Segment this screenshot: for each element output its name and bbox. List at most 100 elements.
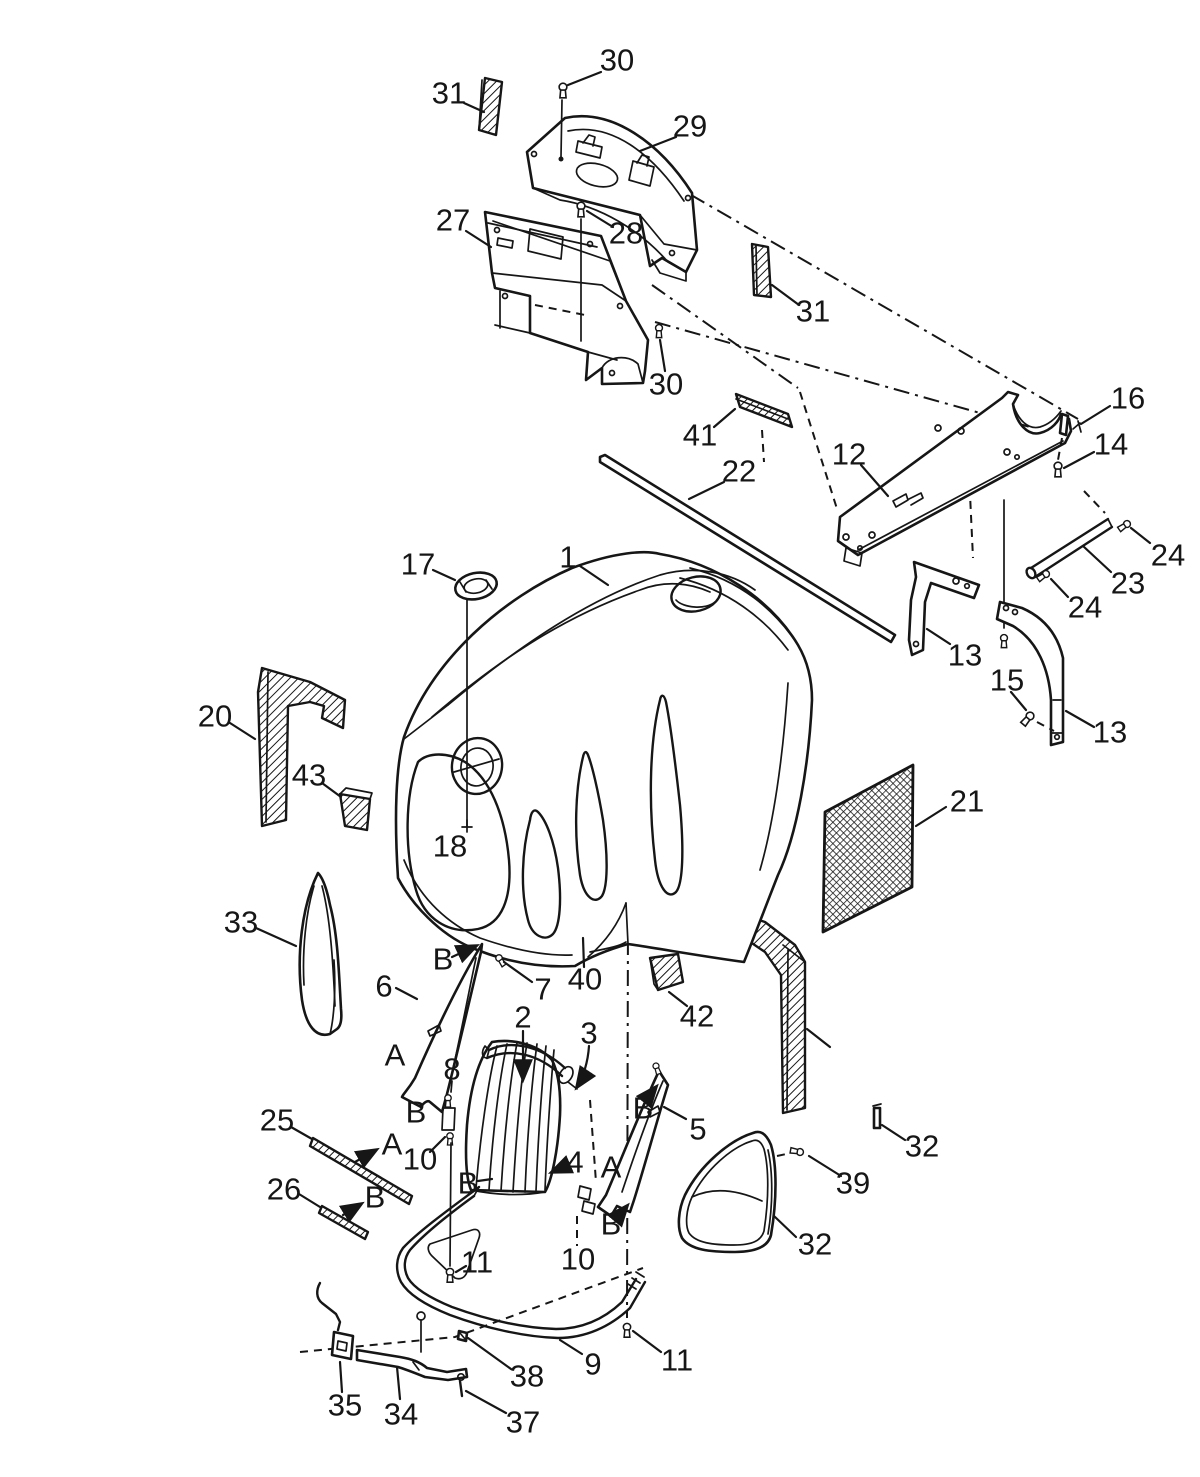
part-screen-21: [821, 763, 915, 934]
callout-26-41: 26: [267, 1172, 301, 1207]
callout-11-50: 11: [461, 1245, 493, 1280]
construction-lines: [299, 147, 1079, 1353]
callout-34-55: 34: [384, 1397, 418, 1432]
callout-18-22: 18: [433, 829, 467, 864]
callout-10-46: 10: [561, 1242, 595, 1277]
stud-18: [461, 819, 473, 833]
callout-35-54: 35: [328, 1388, 362, 1423]
callout-B-25: B: [433, 942, 454, 977]
part-strip-26: [317, 1204, 370, 1241]
part-plate-12: [836, 390, 1073, 567]
part-screw-38: [456, 1329, 469, 1343]
part-bar-3: [481, 1043, 578, 1090]
part-surround-9: [395, 1185, 647, 1340]
screw-24-right: [1116, 518, 1133, 534]
callout-29-2: 29: [673, 109, 707, 144]
part-screw-30-mid: [654, 323, 664, 339]
callout-B-44: B: [633, 1091, 654, 1126]
callout-20-20: 20: [198, 699, 232, 734]
callout-42-29: 42: [680, 999, 714, 1034]
callout-27-3: 27: [436, 203, 470, 238]
leader-lines: [228, 70, 1152, 1415]
part-hood-1: [394, 550, 814, 968]
part-pad-42: [648, 952, 685, 992]
callout-A-40: A: [601, 1150, 622, 1185]
callout-2-30: 2: [514, 1000, 531, 1035]
part-panel-6: [400, 942, 508, 1114]
part-bracket-13-left: [907, 560, 981, 657]
part-pad-41: [734, 392, 794, 429]
callout-17-15: 17: [401, 547, 435, 582]
screw-on-centerline: [999, 633, 1009, 649]
callout-15-18: 15: [990, 663, 1024, 698]
callout-33-24: 33: [224, 905, 258, 940]
callout-13-19: 13: [1093, 715, 1127, 750]
part-pin-32: [872, 1103, 882, 1130]
callout-14-8: 14: [1094, 427, 1128, 462]
part-seal-31-right: [750, 242, 773, 299]
part-screw-39: [776, 1146, 805, 1157]
callout-22-11: 22: [722, 454, 756, 489]
part-strip-25: [308, 1136, 414, 1206]
callout-24-12: 24: [1151, 538, 1185, 573]
callout-1-16: 1: [559, 540, 576, 575]
part-strip-22: [598, 453, 897, 644]
callout-12-10: 12: [832, 437, 866, 472]
callout-10-37: 10: [403, 1142, 437, 1177]
part-clip-10-right: [577, 1185, 596, 1215]
callout-30-0: 30: [600, 43, 634, 78]
position-flag: [427, 1024, 442, 1037]
callout-30-6: 30: [649, 367, 683, 402]
callout-43-21: 43: [292, 758, 326, 793]
callout-13-17: 13: [948, 638, 982, 673]
callout-39-48: 39: [836, 1166, 870, 1201]
part-screw-28: [576, 201, 586, 342]
part-seal-31-left: [477, 76, 504, 137]
callout-A-36: A: [382, 1127, 403, 1162]
part-bracket-27: [483, 210, 650, 386]
callout-41-9: 41: [683, 418, 717, 453]
part-pin-37: [456, 1372, 466, 1398]
callout-38-53: 38: [510, 1359, 544, 1394]
part-panel-5: [596, 1061, 670, 1218]
callout-9-52: 9: [584, 1347, 601, 1382]
callout-B-45: B: [601, 1207, 622, 1242]
part-lens-33: [298, 871, 343, 1037]
callout-B-42: B: [365, 1180, 386, 1215]
part-cowl-29: [525, 115, 699, 282]
callout-31-1: 31: [432, 76, 466, 111]
callout-11-51: 11: [661, 1343, 693, 1378]
callout-25-35: 25: [260, 1103, 294, 1138]
part-clip-8-10-left: [441, 1080, 456, 1267]
part-rod-23: [1025, 490, 1133, 584]
callout-B-38: B: [458, 1166, 479, 1201]
callout-28-4: 28: [609, 216, 643, 251]
callout-31-5: 31: [796, 294, 830, 329]
part-bracket-13-right: [995, 600, 1065, 747]
part-lens-32: [677, 1130, 777, 1254]
callout-B-34: B: [406, 1095, 427, 1130]
part-seal-20: [256, 666, 347, 828]
callout-40-28: 40: [568, 962, 602, 997]
callout-16-7: 16: [1111, 381, 1145, 416]
callout-8-33: 8: [443, 1052, 460, 1087]
callout-23-13: 23: [1111, 566, 1145, 601]
part-latch-17: [453, 571, 499, 833]
callout-6-26: 6: [375, 969, 392, 1004]
part-bracket-35: [316, 1281, 355, 1361]
callout-7-27: 7: [534, 972, 551, 1007]
part-pad-43: [338, 787, 373, 832]
callout-37-56: 37: [506, 1405, 540, 1440]
screw-24-left: [1035, 568, 1052, 584]
callout-32-49: 32: [798, 1227, 832, 1262]
callout-3-31: 3: [580, 1016, 597, 1051]
part-bracket-34: [355, 1311, 469, 1382]
callout-21-23: 21: [950, 784, 984, 819]
callout-32-47: 32: [905, 1129, 939, 1164]
part-screw-15: [999, 633, 1055, 732]
callout-4-39: 4: [566, 1145, 583, 1180]
part-pin-16: [1057, 412, 1082, 461]
callout-5-43: 5: [689, 1112, 706, 1147]
